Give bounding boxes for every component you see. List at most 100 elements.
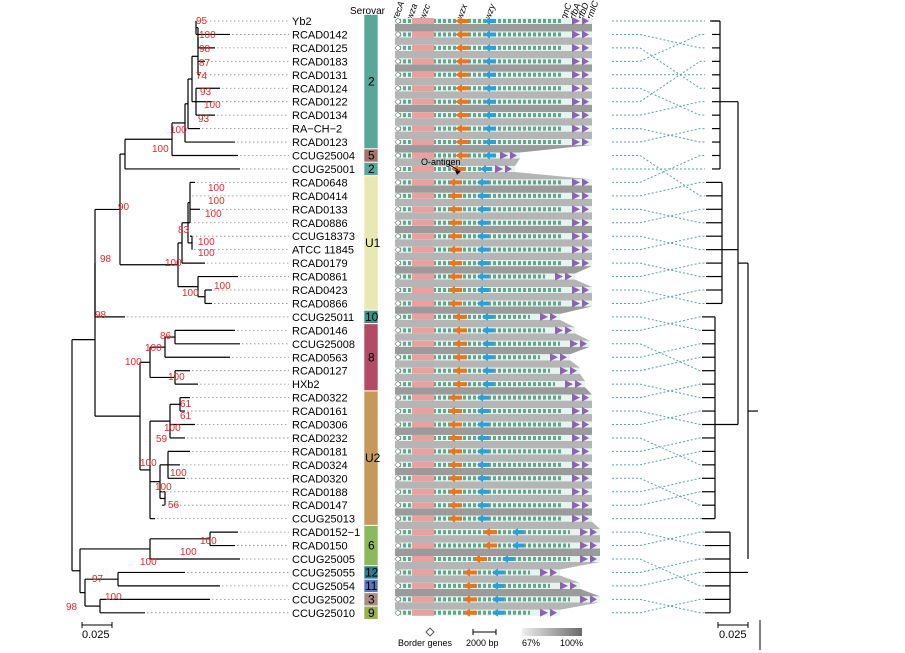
wzx-gene [463,608,477,617]
tip-label: CCUG25002 [292,594,355,606]
wzx-gene [455,57,469,66]
rfb-gene [572,111,580,120]
border-gene [394,501,402,509]
wzy-gene [482,326,494,335]
border-gene [394,152,402,159]
border-gene [394,407,402,415]
legend-border-genes: Border genes [398,638,453,648]
rml-gene [590,595,597,604]
wzy-gene [492,568,504,577]
rml-gene [582,17,589,25]
bootstrap-label: 100 [214,281,231,292]
tip-label: RCAD0179 [292,258,348,270]
wzx-gene [453,353,467,362]
tip-label: RCAD0866 [292,298,348,310]
identity-band [395,319,575,328]
o-antigen-label: O-antigen [421,157,461,167]
tip-label: RCAD0161 [292,406,348,418]
wza-gene [412,542,434,549]
tanglegram-link [612,558,705,573]
wzx-gene [448,393,462,402]
tanglegram-link [612,383,705,399]
border-gene [394,273,402,280]
wzy-gene [477,299,489,308]
rfb-gene [572,514,580,523]
bootstrap-label: 100 [208,196,225,207]
wzy-gene [482,353,494,362]
tip-label: RCAD0232 [292,433,348,445]
tanglegram-link [612,410,705,425]
serovar-header: Serovar [350,6,386,17]
rml-gene [582,447,589,456]
bootstrap-label: 100 [155,482,172,493]
rml-gene [582,514,589,523]
bootstrap-label: 100 [198,237,215,248]
bootstrap-label: 100 [170,468,187,479]
rml-gene [582,487,589,496]
rfb-gene [572,286,580,294]
rfb-gene [572,191,580,200]
rfb-gene [572,205,580,214]
tanglegram-link [612,356,705,372]
rml-gene [550,568,557,577]
bootstrap-label: 100 [145,343,162,354]
tanglegram-link [612,33,705,49]
rfb-gene [572,57,580,66]
border-gene-icon [425,627,435,637]
wza-gene [412,165,434,172]
rml-gene [582,259,589,268]
wza-gene [412,529,434,536]
wzx-gene [455,111,469,120]
wzx-gene [448,245,462,254]
bootstrap-label: 100 [164,423,181,434]
identity-band [395,440,592,449]
wzx-gene [448,299,462,308]
wzy-gene [477,232,489,241]
rml-gene [590,555,597,563]
identity-band [395,575,580,583]
wzy-gene [480,164,492,173]
rfb-gene [572,232,580,241]
cluster-backbone [395,313,560,320]
wza-gene [412,206,434,213]
rml-gene [582,460,589,469]
bootstrap-label: 95 [196,16,208,27]
border-gene [394,434,402,442]
wzx-gene [455,43,469,52]
wzy-gene [512,528,524,537]
border-gene [394,313,402,321]
wzx-gene [455,17,469,25]
bootstrap-label: 100 [182,288,199,299]
wzy-gene [484,30,496,39]
tip-label: CCUG25004 [292,151,355,163]
legend-identity-low: 67% [522,638,540,648]
identity-band [395,454,592,462]
wzx-gene [448,433,462,442]
wzy-gene [477,245,489,254]
tip-label: CCUG25011 [292,312,354,324]
serovar-block [363,579,379,593]
rfb-gene [500,151,508,160]
rml-gene [582,407,589,416]
border-gene [394,246,402,254]
wzy-gene [484,17,496,25]
rfb-gene [572,245,580,254]
wzy-gene [484,97,496,106]
border-gene [394,31,402,38]
identity-band [395,494,592,503]
wzx-gene [448,407,462,416]
border-gene [394,138,402,146]
tanglegram-link [612,410,705,425]
cluster-backbone [395,542,600,549]
serovar-label: 3 [368,592,375,606]
rml-gene [570,581,577,590]
border-gene [394,17,402,25]
border-gene [394,326,402,334]
border-gene [394,555,402,563]
tip-label: CCUG25055 [292,567,355,579]
wza-gene [412,273,434,280]
identity-band [395,602,600,610]
tanglegram-link [612,33,705,62]
identity-band [395,50,592,59]
wzx-gene [463,568,477,577]
